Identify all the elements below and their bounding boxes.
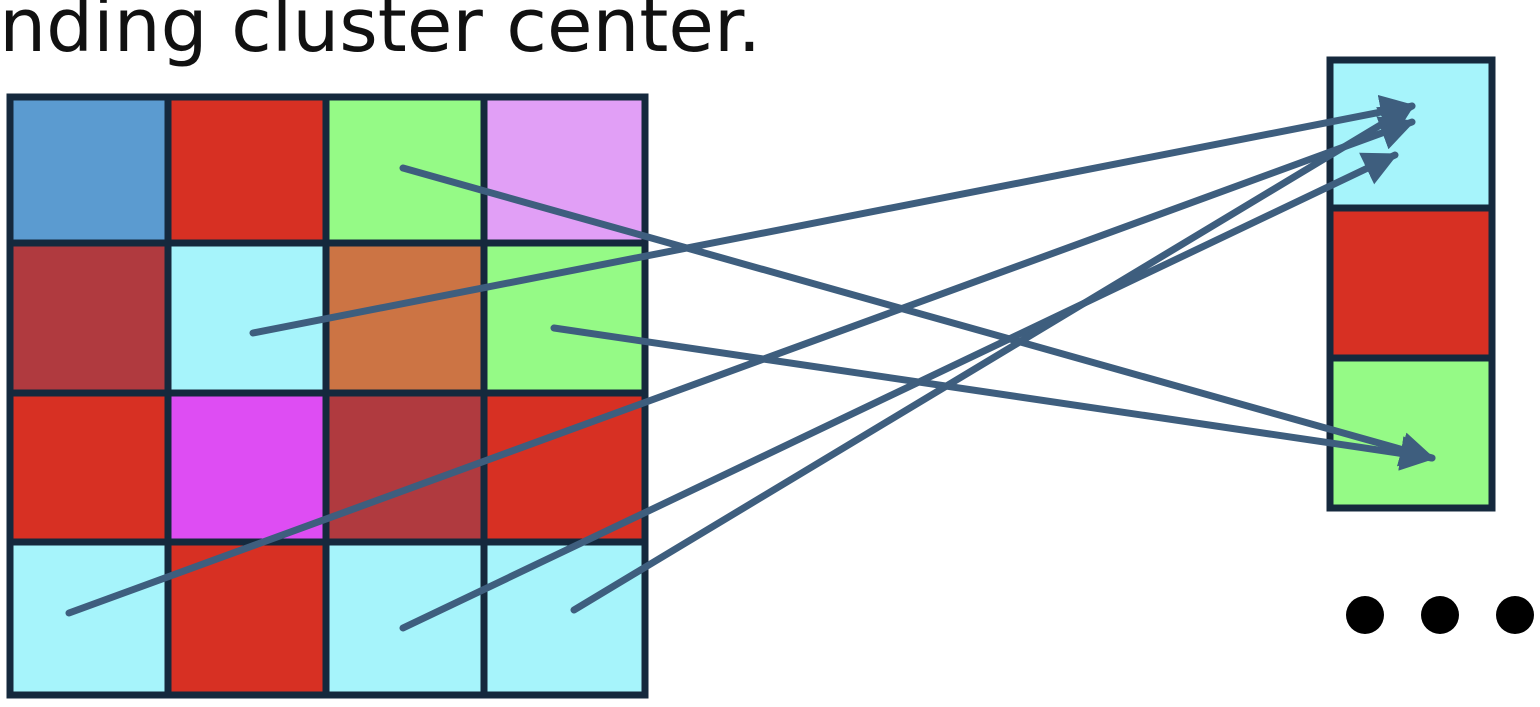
ellipsis-dots xyxy=(1346,596,1534,634)
grid-cell-r2-c3 xyxy=(480,389,649,546)
grid-cell-r3-c3 xyxy=(480,538,649,699)
assignment-arrow-2 xyxy=(550,324,1436,471)
ellipsis-dot-2 xyxy=(1496,596,1534,634)
grid-cell-r1-c2 xyxy=(322,239,488,397)
grid-cell-r3-c0 xyxy=(6,538,172,699)
assignment-arrows xyxy=(65,94,1436,632)
grid-cell-r2-c1 xyxy=(164,389,330,546)
grid-cell-r0-c0 xyxy=(6,93,172,247)
grid-cell-r2-c0 xyxy=(6,389,172,546)
grid-cell-r1-c3 xyxy=(480,239,649,397)
cluster-center-0 xyxy=(1326,56,1496,212)
assignment-arrow-5 xyxy=(570,102,1416,614)
pixel-grid xyxy=(6,93,649,699)
grid-cell-r1-c0 xyxy=(6,239,172,397)
cluster-centers-column xyxy=(1326,56,1496,512)
assignment-arrow-1 xyxy=(249,94,1416,337)
assignment-arrow-3 xyxy=(65,116,1416,617)
grid-cell-r0-c1 xyxy=(164,93,330,247)
grid-cell-r0-c3 xyxy=(480,93,649,247)
grid-cell-r3-c2 xyxy=(322,538,488,699)
ellipsis-dot-0 xyxy=(1346,596,1384,634)
cluster-center-1 xyxy=(1326,204,1496,362)
caption-text: onding cluster center. xyxy=(0,0,762,69)
assignment-arrow-4 xyxy=(399,151,1399,632)
grid-cell-r1-c1 xyxy=(164,239,330,397)
assignment-arrow-0 xyxy=(399,164,1436,467)
ellipsis-dot-1 xyxy=(1421,596,1459,634)
